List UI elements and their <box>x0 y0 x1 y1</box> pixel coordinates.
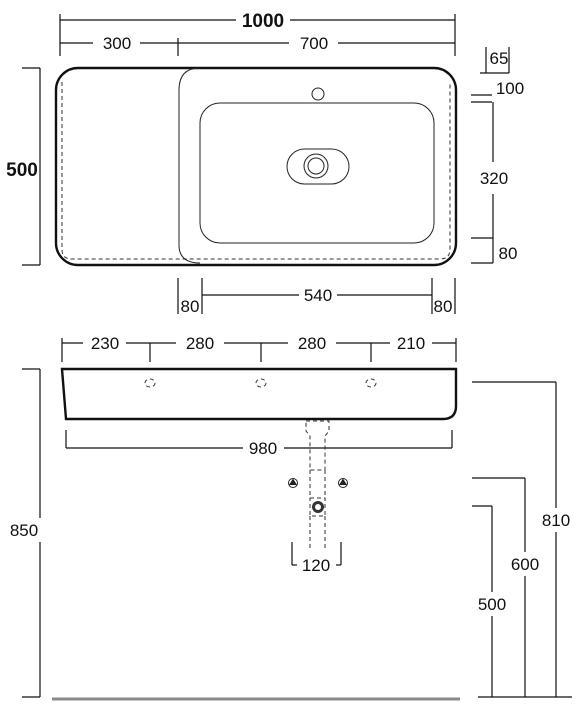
overflow-hole-1 <box>144 378 156 388</box>
overflow-hole-3 <box>365 378 377 388</box>
drain-recess <box>286 148 350 185</box>
dim-waste-height: 600 <box>511 555 539 574</box>
dim-bowl-inner-width: 540 <box>304 286 332 305</box>
dim-tap-offset-side: 65 <box>490 49 509 68</box>
dim-overall-depth: 500 <box>6 160 38 181</box>
dim-bowl-depth: 320 <box>480 169 508 188</box>
bowl-inner <box>199 102 435 244</box>
dim-bowl-left-margin: 80 <box>181 297 200 316</box>
dim-fixing-height: 500 <box>478 595 506 614</box>
overflow-hole-2 <box>255 378 267 388</box>
front-view: 230 280 280 210 980 120 <box>10 334 572 701</box>
drain-icon <box>303 153 329 179</box>
bowl-divider <box>178 67 201 264</box>
dim-fixing-span: 980 <box>249 439 277 458</box>
dim-front-margin: 80 <box>499 244 518 263</box>
dim-seg-2: 280 <box>186 334 214 353</box>
dim-seg-1: 230 <box>91 334 119 353</box>
dim-trap-width: 120 <box>302 556 330 575</box>
dim-tap-offset-back: 100 <box>496 79 524 98</box>
dim-seg-3: 280 <box>298 334 326 353</box>
waste-trap <box>305 420 330 471</box>
dim-bowl-right-margin: 80 <box>434 297 453 316</box>
dim-rim-height: 810 <box>542 511 570 530</box>
dim-deck-width: 300 <box>103 34 131 53</box>
dim-overall-width: 1000 <box>242 11 284 32</box>
top-view: 1000 300 700 500 65 100 320 <box>6 11 524 316</box>
dim-total-height: 850 <box>10 521 38 540</box>
dim-seg-4: 210 <box>397 334 425 353</box>
dim-bowl-width: 700 <box>300 34 328 53</box>
basin-outline-top <box>54 66 458 267</box>
basin-hidden-edge <box>61 82 451 260</box>
tap-hole <box>311 87 325 101</box>
basin-outline-front <box>60 367 458 421</box>
